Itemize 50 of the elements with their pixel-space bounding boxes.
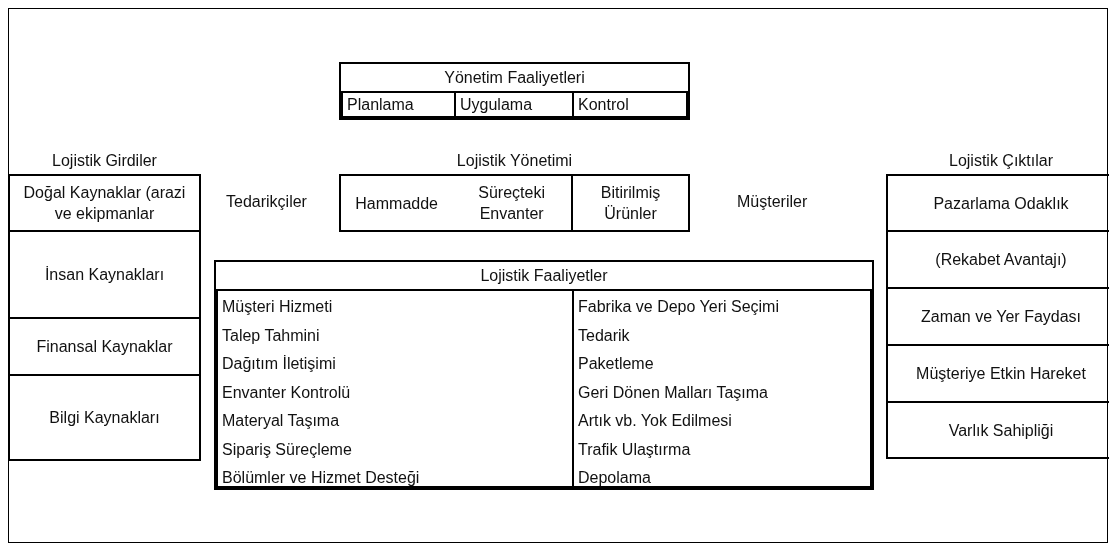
- list-item: Müşteri Hizmeti: [222, 297, 334, 317]
- group-heading: Lojistik Girdiler: [51, 151, 158, 171]
- list-item: Trafik Ulaştırma: [578, 439, 692, 460]
- table-cell: [341, 91, 456, 118]
- table-cell: [339, 174, 573, 232]
- list-item: Envanter Kontrolü: [222, 382, 352, 403]
- side-label: Müşteriler: [737, 193, 808, 211]
- list-item: Artık vb. Yok Edilmesi: [578, 411, 733, 431]
- table-cell: [886, 174, 1109, 232]
- list-item: Fabrika ve Depo Yeri Seçimi: [578, 297, 780, 317]
- group-heading: Lojistik Çıktılar: [948, 151, 1054, 171]
- cell-text: Kontrol: [578, 95, 629, 115]
- cell-text: Varlık Sahipliği: [948, 420, 1054, 441]
- cell-text: Uygulama: [460, 95, 533, 115]
- table-cell: [8, 230, 201, 319]
- table-cell: [886, 401, 1109, 459]
- cell-text: Doğal Kaynaklar (arazi ve ekipmanlar: [22, 183, 187, 224]
- list-item: Bölümler ve Hizmet Desteği: [222, 468, 421, 488]
- cell-text: (Rekabet Avantajı): [935, 250, 1067, 270]
- list-item: Sipariş Süreçleme: [222, 439, 353, 460]
- cell-text: Planlama: [347, 95, 414, 115]
- list-item: Materyal Taşıma: [222, 411, 341, 431]
- table-cell: [571, 174, 690, 232]
- table-column: [216, 289, 574, 488]
- list-item: Geri Dönen Malları Taşıma: [578, 382, 769, 403]
- cell-text: Müşteriye Etkin Hareket: [916, 364, 1086, 384]
- table-heading: Lojistik Faaliyetler: [216, 262, 872, 291]
- table-cell: [572, 91, 688, 118]
- table-column: [572, 289, 872, 488]
- table-cell: [8, 317, 201, 376]
- list-item: Dağıtım İletişimi: [222, 354, 337, 374]
- list-item: Talep Tahmini: [222, 325, 321, 346]
- cell-text: Süreçteki Envanter: [477, 183, 546, 224]
- table-heading: Yönetim Faaliyetleri: [341, 64, 688, 93]
- cell-text: Zaman ve Yer Faydası: [920, 307, 1082, 327]
- table-box: [214, 260, 874, 490]
- cell-text: Bitirilmiş Ürünler: [599, 183, 662, 224]
- cell-text: İnsan Kaynakları: [44, 265, 165, 285]
- list-item: Depolama: [578, 468, 652, 488]
- list-item: Tedarik: [578, 325, 631, 346]
- table-cell: [8, 374, 201, 461]
- cell-text: Bilgi Kaynakları: [49, 408, 160, 428]
- cell-text: Finansal Kaynaklar: [36, 337, 173, 357]
- group-heading: Lojistik Yönetimi: [455, 151, 574, 171]
- table-box: [339, 62, 690, 120]
- side-label: Tedarikçiler: [226, 193, 307, 211]
- cell-text: Pazarlama Odaklık: [933, 193, 1069, 214]
- table-cell: [8, 174, 201, 232]
- list-item: Paketleme: [578, 354, 655, 374]
- cell-text: Hammadde: [355, 193, 438, 214]
